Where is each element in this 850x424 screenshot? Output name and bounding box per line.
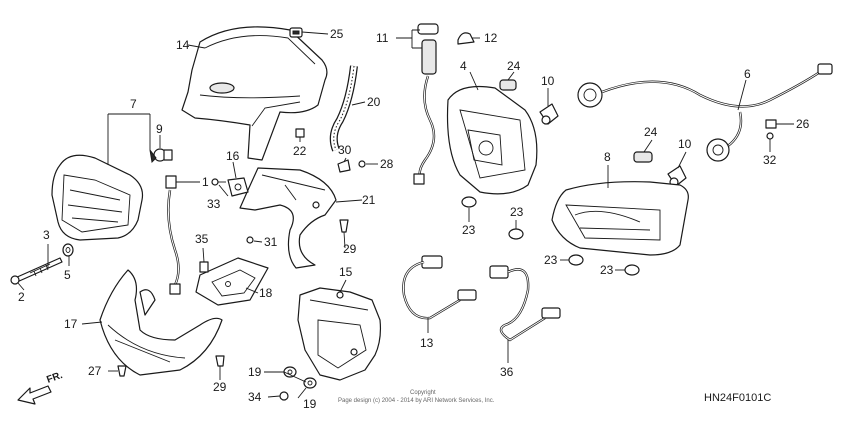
callout-12: 12: [484, 31, 498, 45]
callout-13: 13: [420, 336, 434, 350]
callout-29b: 29: [213, 380, 227, 394]
grommet-24b[interactable]: [633, 151, 653, 163]
connector-harness-1[interactable]: [165, 175, 181, 295]
callout-27: 27: [88, 364, 102, 378]
callout-14: 14: [176, 38, 190, 52]
lower-cover[interactable]: [99, 269, 223, 376]
clip-27[interactable]: [117, 365, 127, 377]
callout-3: 3: [43, 228, 50, 242]
callout-33: 33: [207, 197, 221, 211]
callout-5: 5: [64, 268, 71, 282]
screw-31[interactable]: [246, 236, 254, 244]
callout-31: 31: [264, 235, 278, 249]
headlight-cover[interactable]: [181, 26, 328, 161]
grommet-19b[interactable]: [303, 377, 317, 389]
callout-6: 6: [744, 67, 751, 81]
grommet-23b[interactable]: [508, 228, 524, 240]
callout-16: 16: [226, 149, 240, 163]
copyright-notice: Copyright Page design (c) 2004 - 2014 by…: [338, 390, 495, 404]
grommet-23d[interactable]: [624, 264, 640, 276]
clip-29-lower[interactable]: [215, 355, 225, 367]
callout-20: 20: [367, 95, 381, 109]
callout-36: 36: [500, 365, 514, 379]
sensor-wire-13[interactable]: [402, 255, 477, 320]
callout-15: 15: [339, 265, 353, 279]
callout-26: 26: [796, 117, 810, 131]
grommet-23a[interactable]: [461, 196, 477, 208]
callout-21: 21: [362, 193, 376, 207]
callout-30: 30: [338, 143, 352, 157]
callout-8: 8: [604, 150, 611, 164]
bolt-34[interactable]: [279, 391, 289, 401]
callout-18: 18: [259, 286, 273, 300]
callout-19b: 19: [303, 397, 317, 411]
callout-10b: 10: [678, 137, 692, 151]
screw-33[interactable]: [211, 178, 226, 186]
callout-23b: 23: [510, 205, 524, 219]
adjust-bolt[interactable]: [10, 257, 63, 285]
grommet-23c[interactable]: [568, 254, 584, 266]
callout-28: 28: [380, 157, 394, 171]
grommet-19a[interactable]: [283, 366, 297, 378]
washer-5[interactable]: [62, 243, 74, 257]
callout-23d: 23: [600, 263, 614, 277]
headlight-housing-4[interactable]: [446, 85, 538, 195]
callout-25: 25: [330, 27, 344, 41]
callout-17: 17: [64, 317, 78, 331]
callout-11: 11: [376, 31, 389, 45]
bolt-28[interactable]: [358, 160, 366, 168]
breather-hose[interactable]: [329, 65, 358, 152]
headlight-left[interactable]: [51, 154, 144, 241]
bracket-16[interactable]: [227, 177, 249, 197]
screw-35[interactable]: [199, 261, 209, 273]
callout-9: 9: [156, 122, 163, 136]
callout-22: 22: [293, 144, 307, 158]
inner-panel-21[interactable]: [239, 167, 337, 269]
callout-2: 2: [18, 290, 25, 304]
front-direction-arrow: FR.: [17, 370, 64, 405]
callout-23a: 23: [462, 223, 476, 237]
callout-24a: 24: [507, 59, 521, 73]
bulb-10b[interactable]: [667, 165, 687, 187]
clip-25[interactable]: [289, 27, 303, 38]
callout-24b: 24: [644, 125, 658, 139]
callout-35: 35: [195, 232, 209, 246]
callout-10a: 10: [541, 74, 555, 88]
sensor-wire-36[interactable]: [489, 265, 561, 342]
leader-lines: [17, 29, 794, 399]
clip-29-upper[interactable]: [339, 219, 349, 233]
callout-23c: 23: [544, 253, 558, 267]
callout-19a: 19: [248, 365, 262, 379]
headlight-bracket-15[interactable]: [297, 287, 382, 381]
callout-1: 1: [202, 175, 209, 189]
wiring-harness-6[interactable]: [577, 63, 833, 162]
callout-labels: 1 2 3 4 5 6 7 8 9 10 10 11 12 13 14 15 1…: [18, 27, 810, 411]
callout-32: 32: [763, 153, 777, 167]
grommet-24a[interactable]: [499, 79, 517, 91]
headlight-right-8[interactable]: [551, 181, 689, 256]
copyright-line1: Copyright: [410, 390, 436, 396]
copyright-line2: Page design (c) 2004 - 2014 by ARI Netwo…: [338, 398, 495, 404]
callout-4: 4: [460, 59, 467, 73]
socket-harness-11[interactable]: [413, 23, 439, 185]
callout-7: 7: [130, 97, 137, 111]
headlight-bulb-9[interactable]: [149, 148, 173, 164]
bulb-10a[interactable]: [539, 103, 559, 125]
direction-label: FR.: [45, 370, 64, 386]
mounting-plate-18[interactable]: [195, 257, 269, 306]
screw-32[interactable]: [766, 132, 774, 140]
grommet-12[interactable]: [457, 32, 475, 45]
diagram-code: HN24F0101C: [704, 392, 771, 404]
nut-22[interactable]: [295, 128, 305, 138]
callout-34: 34: [248, 390, 262, 404]
clip-26[interactable]: [765, 119, 777, 129]
callout-29a: 29: [343, 242, 357, 256]
